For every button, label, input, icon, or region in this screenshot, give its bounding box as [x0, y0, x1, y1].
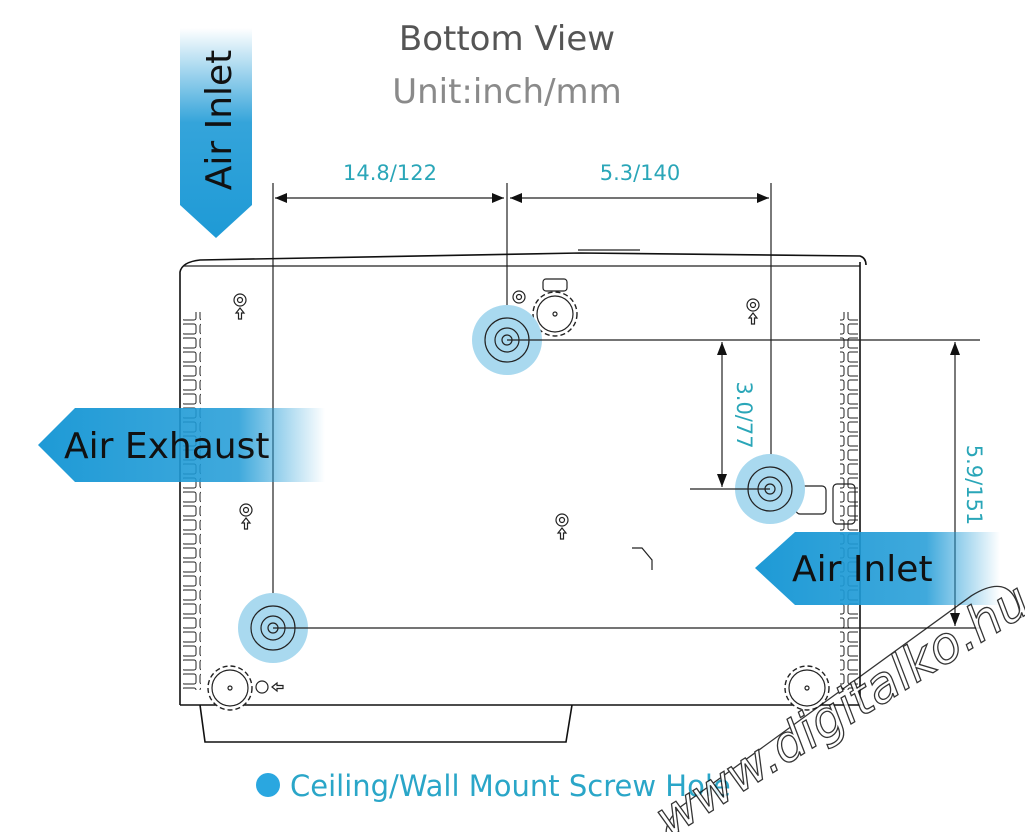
watermark-text: www.digitalko.hu	[645, 571, 1025, 832]
watermark: www.digitalko.hu	[644, 570, 1025, 832]
air-inlet-top-label: Air Inlet	[199, 50, 240, 191]
page-title: Bottom View	[399, 19, 615, 59]
legend: Ceiling/Wall Mount Screw Hole	[256, 769, 731, 803]
dimension-label: 3.0/77	[732, 381, 756, 448]
adjustable-foot-icon	[207, 665, 253, 711]
screw-markers	[233, 290, 760, 694]
legend-swatch	[256, 773, 280, 797]
dimension-top-right: 5.3/140	[510, 161, 769, 203]
dimension-top-left: 14.8/122	[275, 161, 504, 203]
vent-grille-left	[183, 312, 201, 690]
dimension-label: 5.9/151	[962, 445, 986, 526]
dimension-right-inner: 3.0/77	[717, 342, 756, 487]
adjustable-foot-icon	[532, 278, 578, 337]
air-exhaust-label: Air Exhaust	[64, 426, 270, 467]
air-exhaust-arrow: Air Exhaust	[38, 408, 325, 482]
air-inlet-right-label: Air Inlet	[792, 549, 933, 590]
air-inlet-top-arrow: Air Inlet	[180, 28, 252, 238]
legend-label: Ceiling/Wall Mount Screw Hole	[290, 769, 731, 803]
dimension-label: 5.3/140	[600, 161, 681, 185]
adjustable-foot-icon	[784, 665, 830, 711]
unit-label: Unit:inch/mm	[392, 72, 622, 112]
dimension-right-outer: 5.9/151	[950, 342, 986, 626]
air-inlet-right-arrow: Air Inlet	[755, 532, 1000, 605]
dimension-label: 14.8/122	[343, 161, 437, 185]
